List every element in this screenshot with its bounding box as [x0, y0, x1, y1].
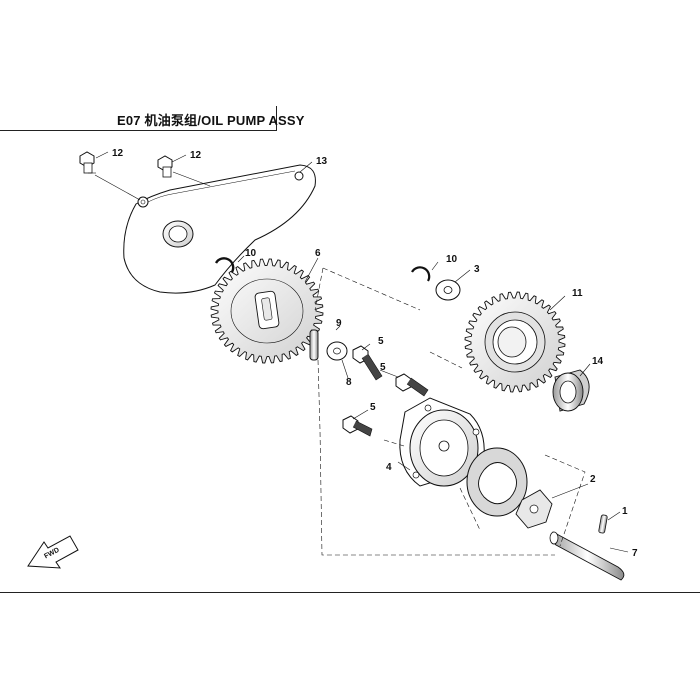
callout-1: 1: [622, 506, 628, 517]
bolt-12-right: [157, 155, 173, 178]
callout-4: 4: [386, 462, 392, 473]
callout-13: 13: [316, 156, 328, 167]
needle-bearing: [552, 369, 590, 412]
washer-8: [326, 341, 348, 361]
bolt-12-left: [79, 151, 96, 174]
callout-14: 14: [592, 356, 604, 367]
callout-12-left: 12: [112, 148, 124, 159]
fwd-arrow-icon: FWD: [27, 535, 79, 569]
circlip-10-left: [214, 257, 235, 273]
bottom-rule: [0, 592, 700, 593]
pin-1: [598, 514, 608, 534]
drive-gear: [210, 258, 324, 364]
cover-plate: [123, 164, 316, 294]
circlip-10-right: [411, 266, 431, 282]
idler-gear: [464, 291, 566, 393]
callout-11: 11: [572, 288, 583, 299]
callout-5-lower: 5: [370, 402, 376, 413]
washer-3: [435, 279, 461, 301]
callout-8: 8: [346, 377, 352, 388]
title-box: E07 机油泵组/OIL PUMP ASSY: [0, 106, 304, 131]
callout-6: 6: [315, 248, 321, 259]
callout-5-middle: 5: [380, 362, 386, 373]
callouts: 12 12 13 10 6 10 3 11 9 5 14 5 8 5 4 2 1…: [112, 148, 638, 559]
bolt-5-middle: [395, 373, 429, 397]
leader-lines: [94, 151, 629, 553]
assembly-lines: [314, 267, 586, 556]
callout-3: 3: [474, 264, 480, 275]
dowel-pin-9: [309, 329, 319, 361]
callout-5-top: 5: [378, 336, 384, 347]
callout-2: 2: [590, 474, 596, 485]
bolt-5-top: [352, 345, 383, 381]
diagram-title: E07 机油泵组/OIL PUMP ASSY: [117, 113, 305, 128]
callout-10-left: 10: [245, 248, 257, 259]
callout-7: 7: [632, 548, 638, 559]
callout-10-right: 10: [446, 254, 458, 265]
callout-9: 9: [336, 318, 342, 329]
pump-body: [399, 397, 485, 487]
pump-rotor-set: [466, 447, 553, 529]
callout-12-right: 12: [190, 150, 202, 161]
pump-shaft: [549, 531, 625, 581]
bolt-5-lower: [342, 415, 373, 437]
